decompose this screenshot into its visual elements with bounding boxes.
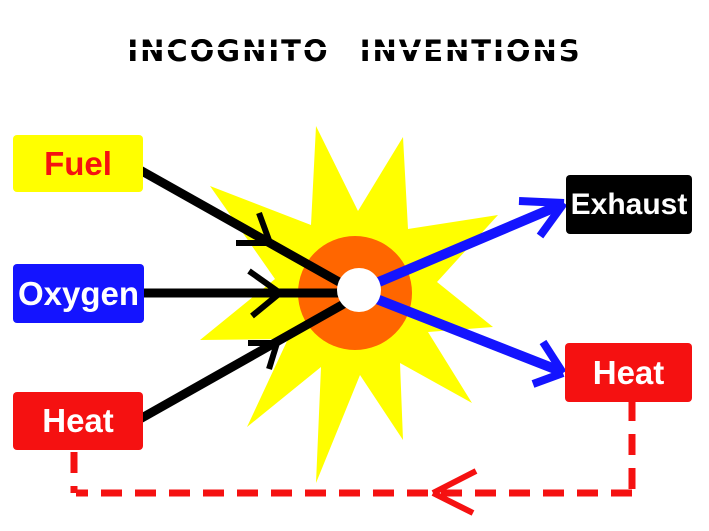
fuel-label: Fuel: [44, 144, 112, 182]
page-title: INCOGNITO INVENTIONS: [0, 36, 709, 68]
oxygen-arrowhead-icon: [247, 268, 282, 319]
combustion-center: [337, 268, 381, 312]
oxygen-box: Oxygen: [13, 264, 144, 323]
fuel-arrowhead-icon: [236, 211, 273, 246]
fuel-box: Fuel: [13, 135, 143, 192]
heat-output-label: Heat: [592, 353, 665, 391]
heat-output-arrowhead-icon: [531, 339, 567, 388]
oxygen-label: Oxygen: [17, 274, 140, 312]
heat-output-arrow-line: [372, 293, 562, 376]
feedback-arrowhead-icon: [431, 468, 478, 516]
exhaust-box: Exhaust: [566, 175, 692, 234]
heat-output-box: Heat: [565, 343, 692, 402]
input-arrows: [137, 166, 352, 423]
exhaust-arrowhead-icon: [518, 197, 568, 239]
heat-input-box: Heat: [13, 392, 143, 450]
heat-arrow-line: [137, 297, 352, 423]
fuel-arrow-line: [137, 166, 351, 291]
exhaust-label: Exhaust: [570, 187, 688, 221]
heat-arrowhead-icon: [248, 340, 280, 370]
heat-input-label: Heat: [42, 402, 114, 439]
heat-feedback-loop: [70, 400, 636, 516]
exhaust-arrow-line: [372, 201, 560, 289]
output-arrows: [372, 197, 568, 388]
